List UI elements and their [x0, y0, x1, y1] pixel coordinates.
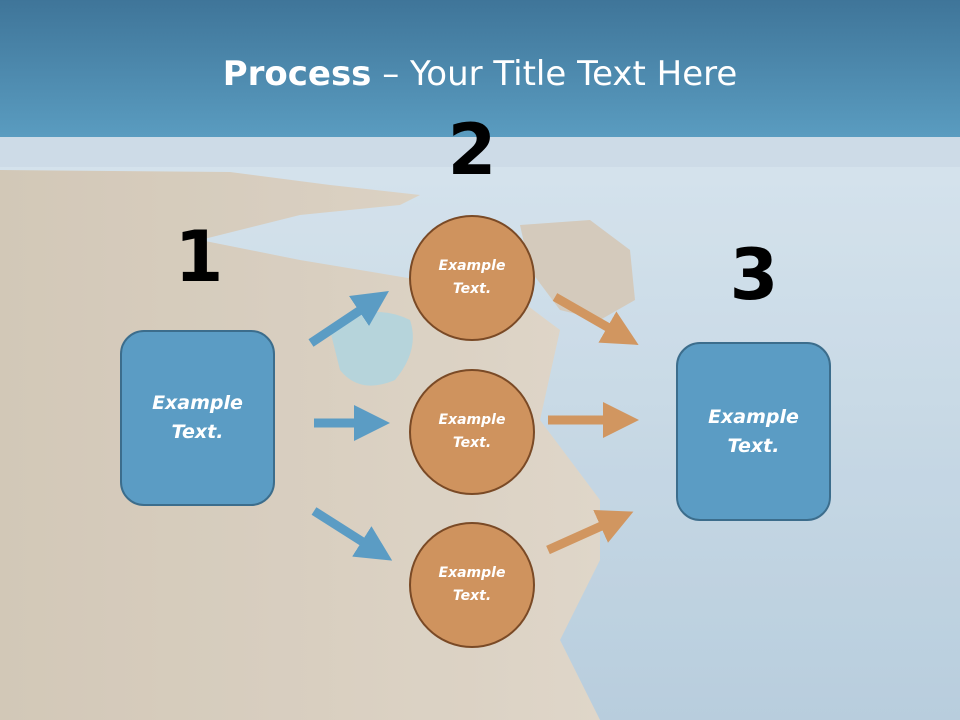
orange-arrow-up	[546, 509, 634, 555]
middle-circle-center: Example Text.	[409, 369, 535, 495]
slide-title: Process – Your Title Text Here	[0, 52, 960, 96]
end-box: Example Text.	[676, 342, 831, 521]
blue-arrow-up	[308, 291, 389, 347]
blue-arrow-down	[311, 507, 393, 561]
middle-circle-bottom: Example Text.	[409, 522, 535, 648]
title-bar	[0, 0, 960, 137]
step-number-3: 3	[729, 234, 779, 316]
title-bold: Process	[222, 54, 372, 94]
orange-arrow-down	[552, 293, 639, 345]
step-number-2: 2	[447, 109, 497, 191]
step-number-1: 1	[174, 216, 224, 298]
start-box: Example Text.	[120, 330, 275, 506]
title-rest: – Your Title Text Here	[371, 54, 738, 94]
middle-circle-top: Example Text.	[409, 215, 535, 341]
